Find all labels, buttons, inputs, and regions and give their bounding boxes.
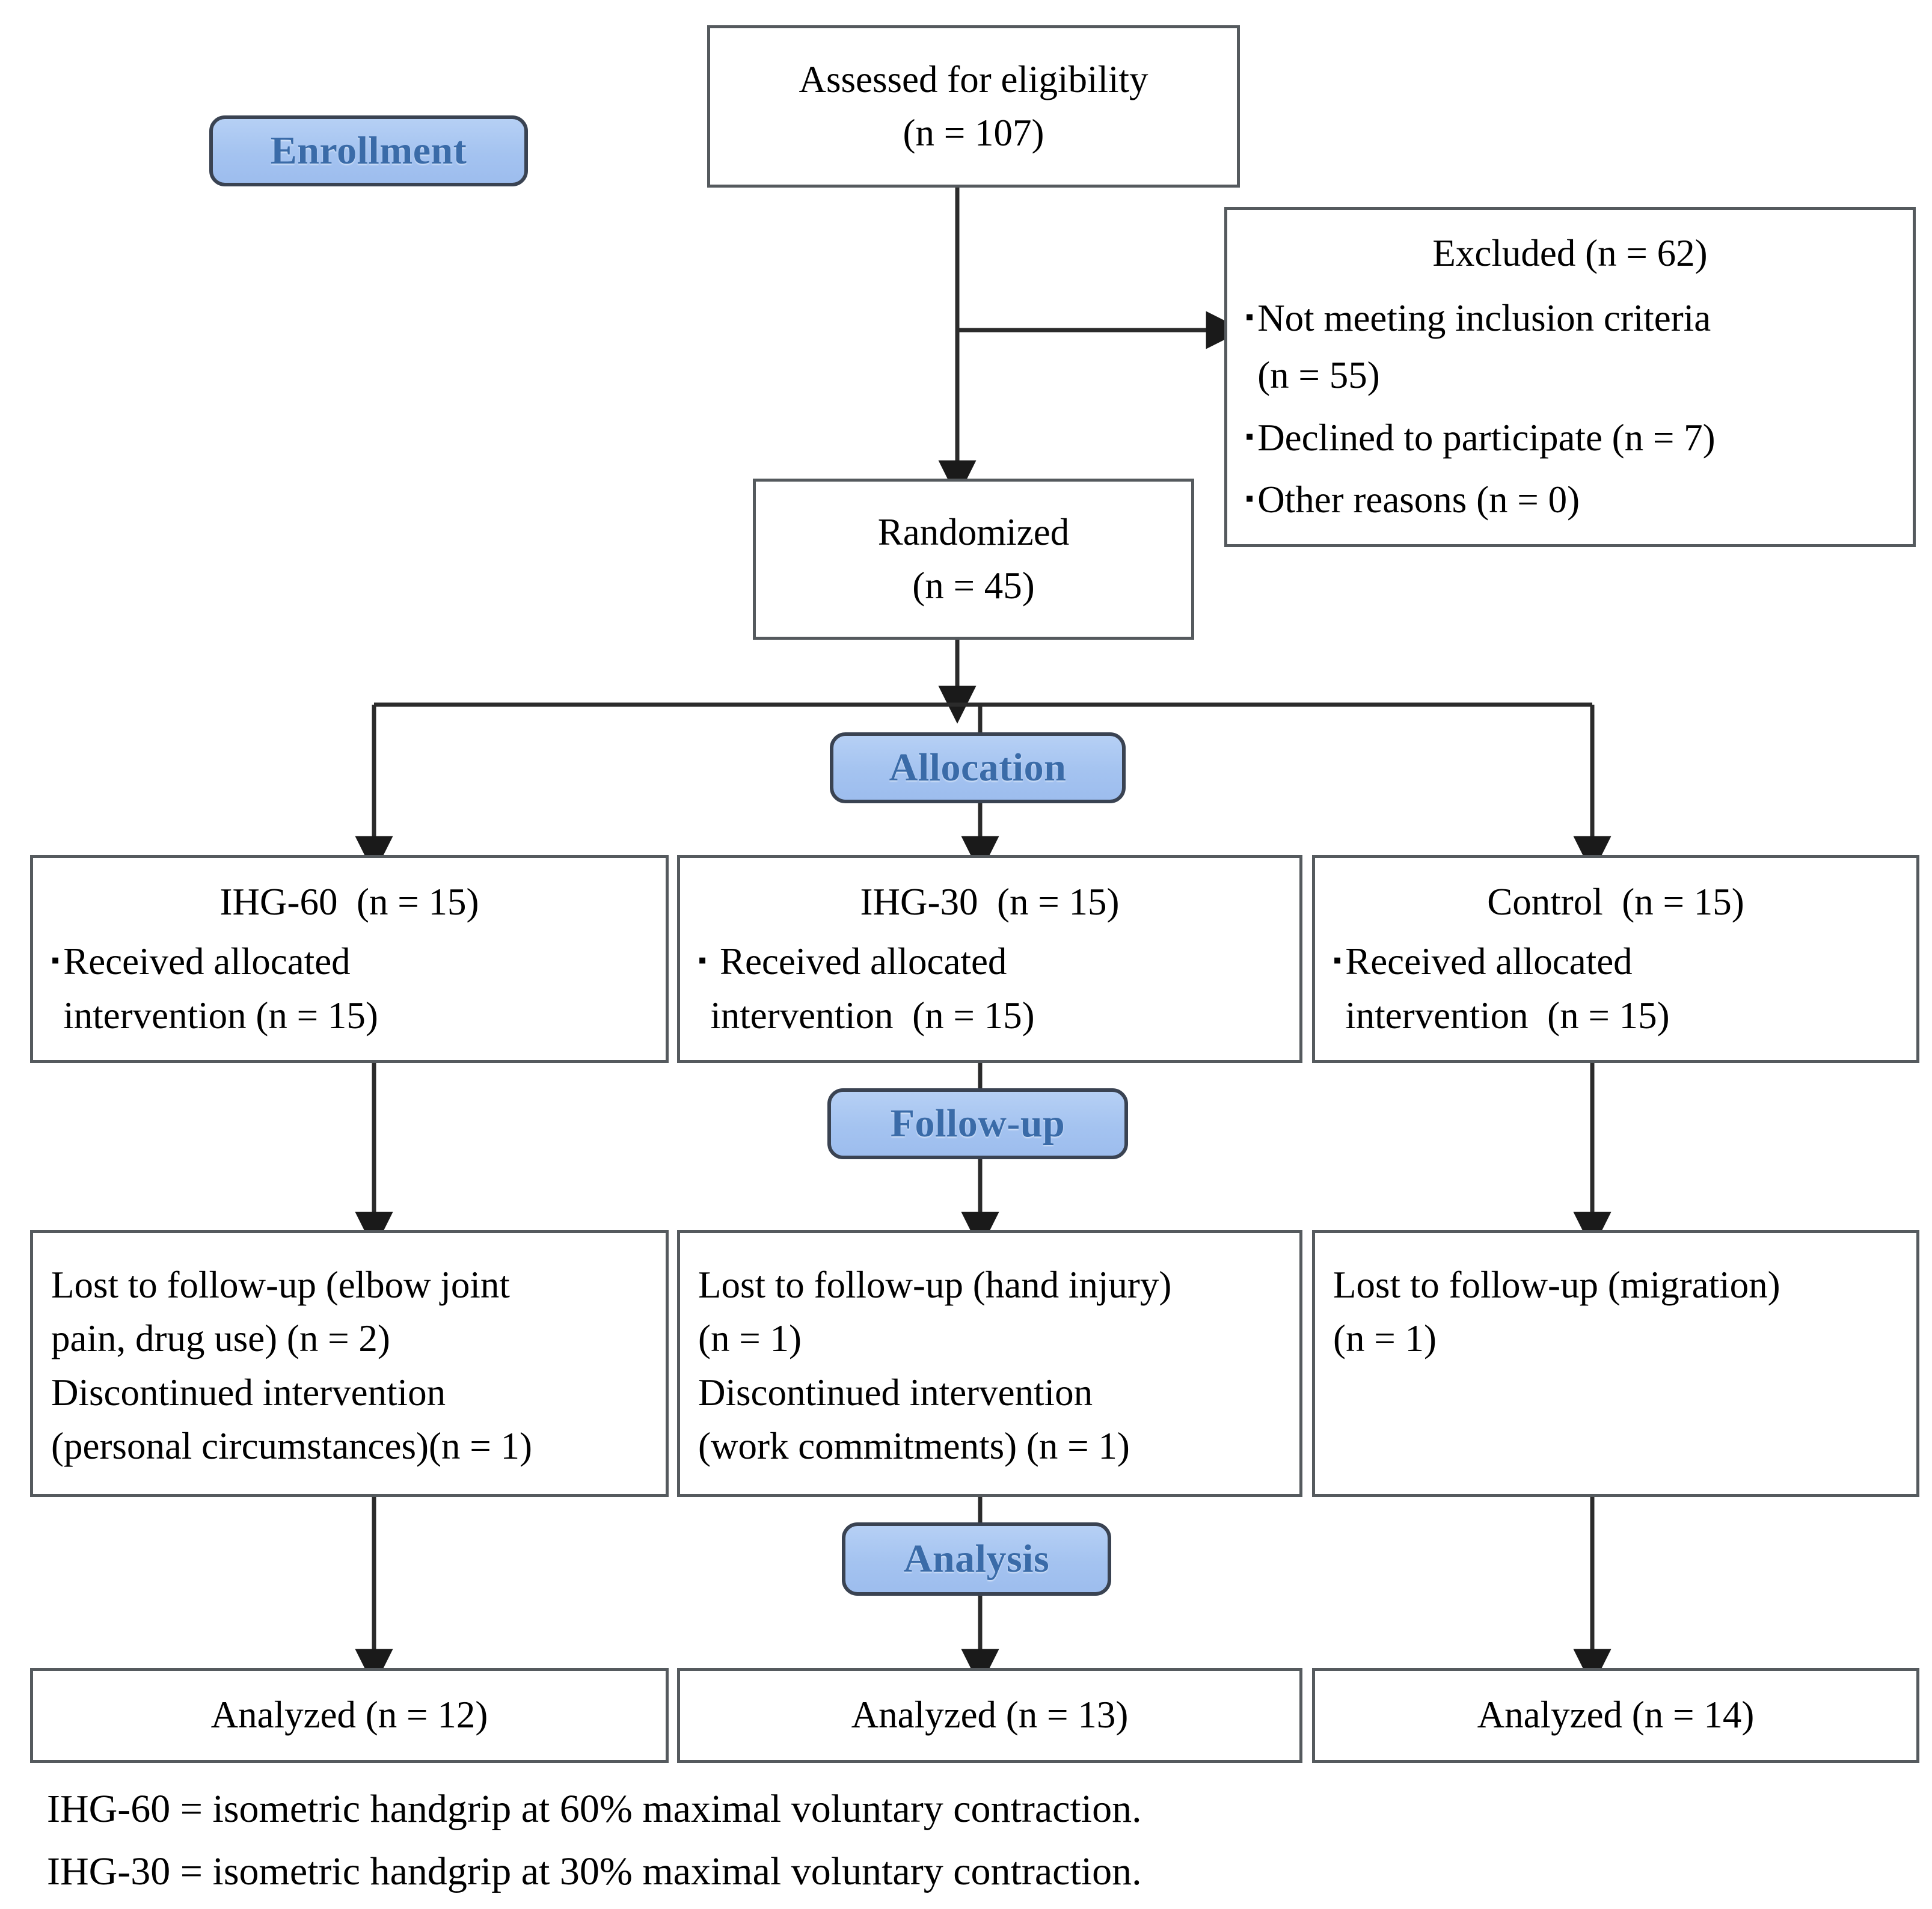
- bullet-square-icon: ▪: [1245, 302, 1254, 330]
- followup-arm-2-line-1: Lost to follow-up (migration): [1333, 1264, 1780, 1306]
- footnote-ihg-60: IHG-60 = isometric handgrip at 60% maxim…: [47, 1787, 1142, 1831]
- excluded-item-2: ▪ Declined to participate (n = 7): [1245, 411, 1895, 465]
- allocation-arm-2-line-2: intervention (n = 15): [1345, 994, 1670, 1037]
- randomized-line-1: Randomized: [877, 510, 1070, 553]
- box-allocation-arm-2: Control (n = 15) ▪ Received allocated in…: [1312, 855, 1919, 1063]
- followup-arm-0-line-4: (personal circumstances)(n = 1): [51, 1425, 532, 1468]
- bullet-square-icon: ▪: [698, 946, 707, 974]
- box-allocation-arm-0: IHG-60 (n = 15) ▪ Received allocated int…: [30, 855, 669, 1063]
- followup-arm-1-line-3: Discontinued intervention: [698, 1371, 1093, 1414]
- excluded-item-3: ▪ Other reasons (n = 0): [1245, 473, 1895, 527]
- allocation-arm-2-line-1: Received allocated: [1345, 940, 1633, 983]
- allocation-arm-0-heading: IHG-60 (n = 15): [219, 880, 479, 923]
- excluded-item-1: ▪ (n = 55): [1245, 349, 1895, 402]
- allocation-arm-1-heading: IHG-30 (n = 15): [860, 880, 1120, 923]
- followup-arm-2-line-2: (n = 1): [1333, 1317, 1437, 1360]
- box-analyzed-arm-1: Analyzed (n = 13): [677, 1668, 1302, 1763]
- stage-label-followup: Follow-up: [827, 1088, 1128, 1159]
- footnote-ihg-30: IHG-30 = isometric handgrip at 30% maxim…: [47, 1849, 1142, 1893]
- excluded-heading: Excluded (n = 62): [1432, 232, 1708, 275]
- followup-arm-0-line-3: Discontinued intervention: [51, 1371, 446, 1414]
- followup-arm-1-line-1: Lost to follow-up (hand injury): [698, 1264, 1172, 1306]
- stage-label-analysis-text: Analysis: [903, 1537, 1050, 1581]
- box-analyzed-arm-2: Analyzed (n = 14): [1312, 1668, 1919, 1763]
- allocation-arm-2-bullet: ▪ Received allocated intervention (n = 1…: [1333, 935, 1898, 1043]
- box-excluded: Excluded (n = 62) ▪ Not meeting inclusio…: [1224, 207, 1916, 547]
- analyzed-arm-2-label: Analyzed (n = 14): [1477, 1694, 1755, 1736]
- followup-arm-0-line-2: pain, drug use) (n = 2): [51, 1317, 390, 1360]
- box-followup-arm-1: Lost to follow-up (hand injury) (n = 1) …: [677, 1230, 1302, 1497]
- allocation-arm-0-bullet: ▪ Received allocated intervention (n = 1…: [51, 935, 648, 1043]
- box-analyzed-arm-0: Analyzed (n = 12): [30, 1668, 669, 1763]
- followup-arm-1-line-4: (work commitments) (n = 1): [698, 1425, 1130, 1468]
- bullet-square-icon: ▪: [51, 946, 60, 974]
- stage-label-enrollment-text: Enrollment: [270, 129, 467, 173]
- box-followup-arm-2: Lost to follow-up (migration) (n = 1): [1312, 1230, 1919, 1497]
- bullet-square-icon: ▪: [1333, 946, 1342, 974]
- stage-label-allocation-text: Allocation: [889, 746, 1067, 789]
- allocation-arm-1-line-2: intervention (n = 15): [710, 994, 1035, 1037]
- analyzed-arm-1-label: Analyzed (n = 13): [851, 1694, 1129, 1736]
- stage-label-allocation: Allocation: [830, 732, 1126, 803]
- excluded-item-2-text: Declined to participate (n = 7): [1257, 416, 1716, 459]
- followup-arm-1-line-2: (n = 1): [698, 1317, 802, 1360]
- randomized-line-2: (n = 45): [912, 565, 1035, 607]
- assessed-line-2: (n = 107): [903, 112, 1044, 154]
- stage-label-followup-text: Follow-up: [890, 1102, 1066, 1145]
- box-assessed-for-eligibility: Assessed for eligibility (n = 107): [707, 25, 1240, 188]
- excluded-item-1-text: (n = 55): [1257, 354, 1380, 397]
- box-randomized: Randomized (n = 45): [753, 479, 1194, 640]
- excluded-item-0: ▪ Not meeting inclusion criteria: [1245, 292, 1895, 345]
- followup-arm-0-line-1: Lost to follow-up (elbow joint: [51, 1264, 510, 1306]
- allocation-arm-1-line-1: Received allocated: [710, 940, 1007, 983]
- allocation-arm-2-heading: Control (n = 15): [1487, 880, 1744, 923]
- stage-label-enrollment: Enrollment: [209, 115, 528, 186]
- bullet-square-icon: ▪: [1245, 485, 1254, 512]
- box-allocation-arm-1: IHG-30 (n = 15) ▪ Received allocated int…: [677, 855, 1302, 1063]
- bullet-square-icon: ▪: [1245, 422, 1254, 450]
- box-followup-arm-0: Lost to follow-up (elbow joint pain, dru…: [30, 1230, 669, 1497]
- excluded-item-3-text: Other reasons (n = 0): [1257, 479, 1580, 521]
- allocation-arm-1-bullet: ▪ Received allocated intervention (n = 1…: [698, 935, 1281, 1043]
- assessed-line-1: Assessed for eligibility: [799, 58, 1148, 100]
- excluded-item-0-text: Not meeting inclusion criteria: [1257, 296, 1711, 339]
- allocation-arm-0-line-1: Received allocated: [63, 940, 351, 983]
- stage-label-analysis: Analysis: [842, 1522, 1111, 1596]
- analyzed-arm-0-label: Analyzed (n = 12): [210, 1694, 488, 1736]
- allocation-arm-0-line-2: intervention (n = 15): [63, 994, 378, 1037]
